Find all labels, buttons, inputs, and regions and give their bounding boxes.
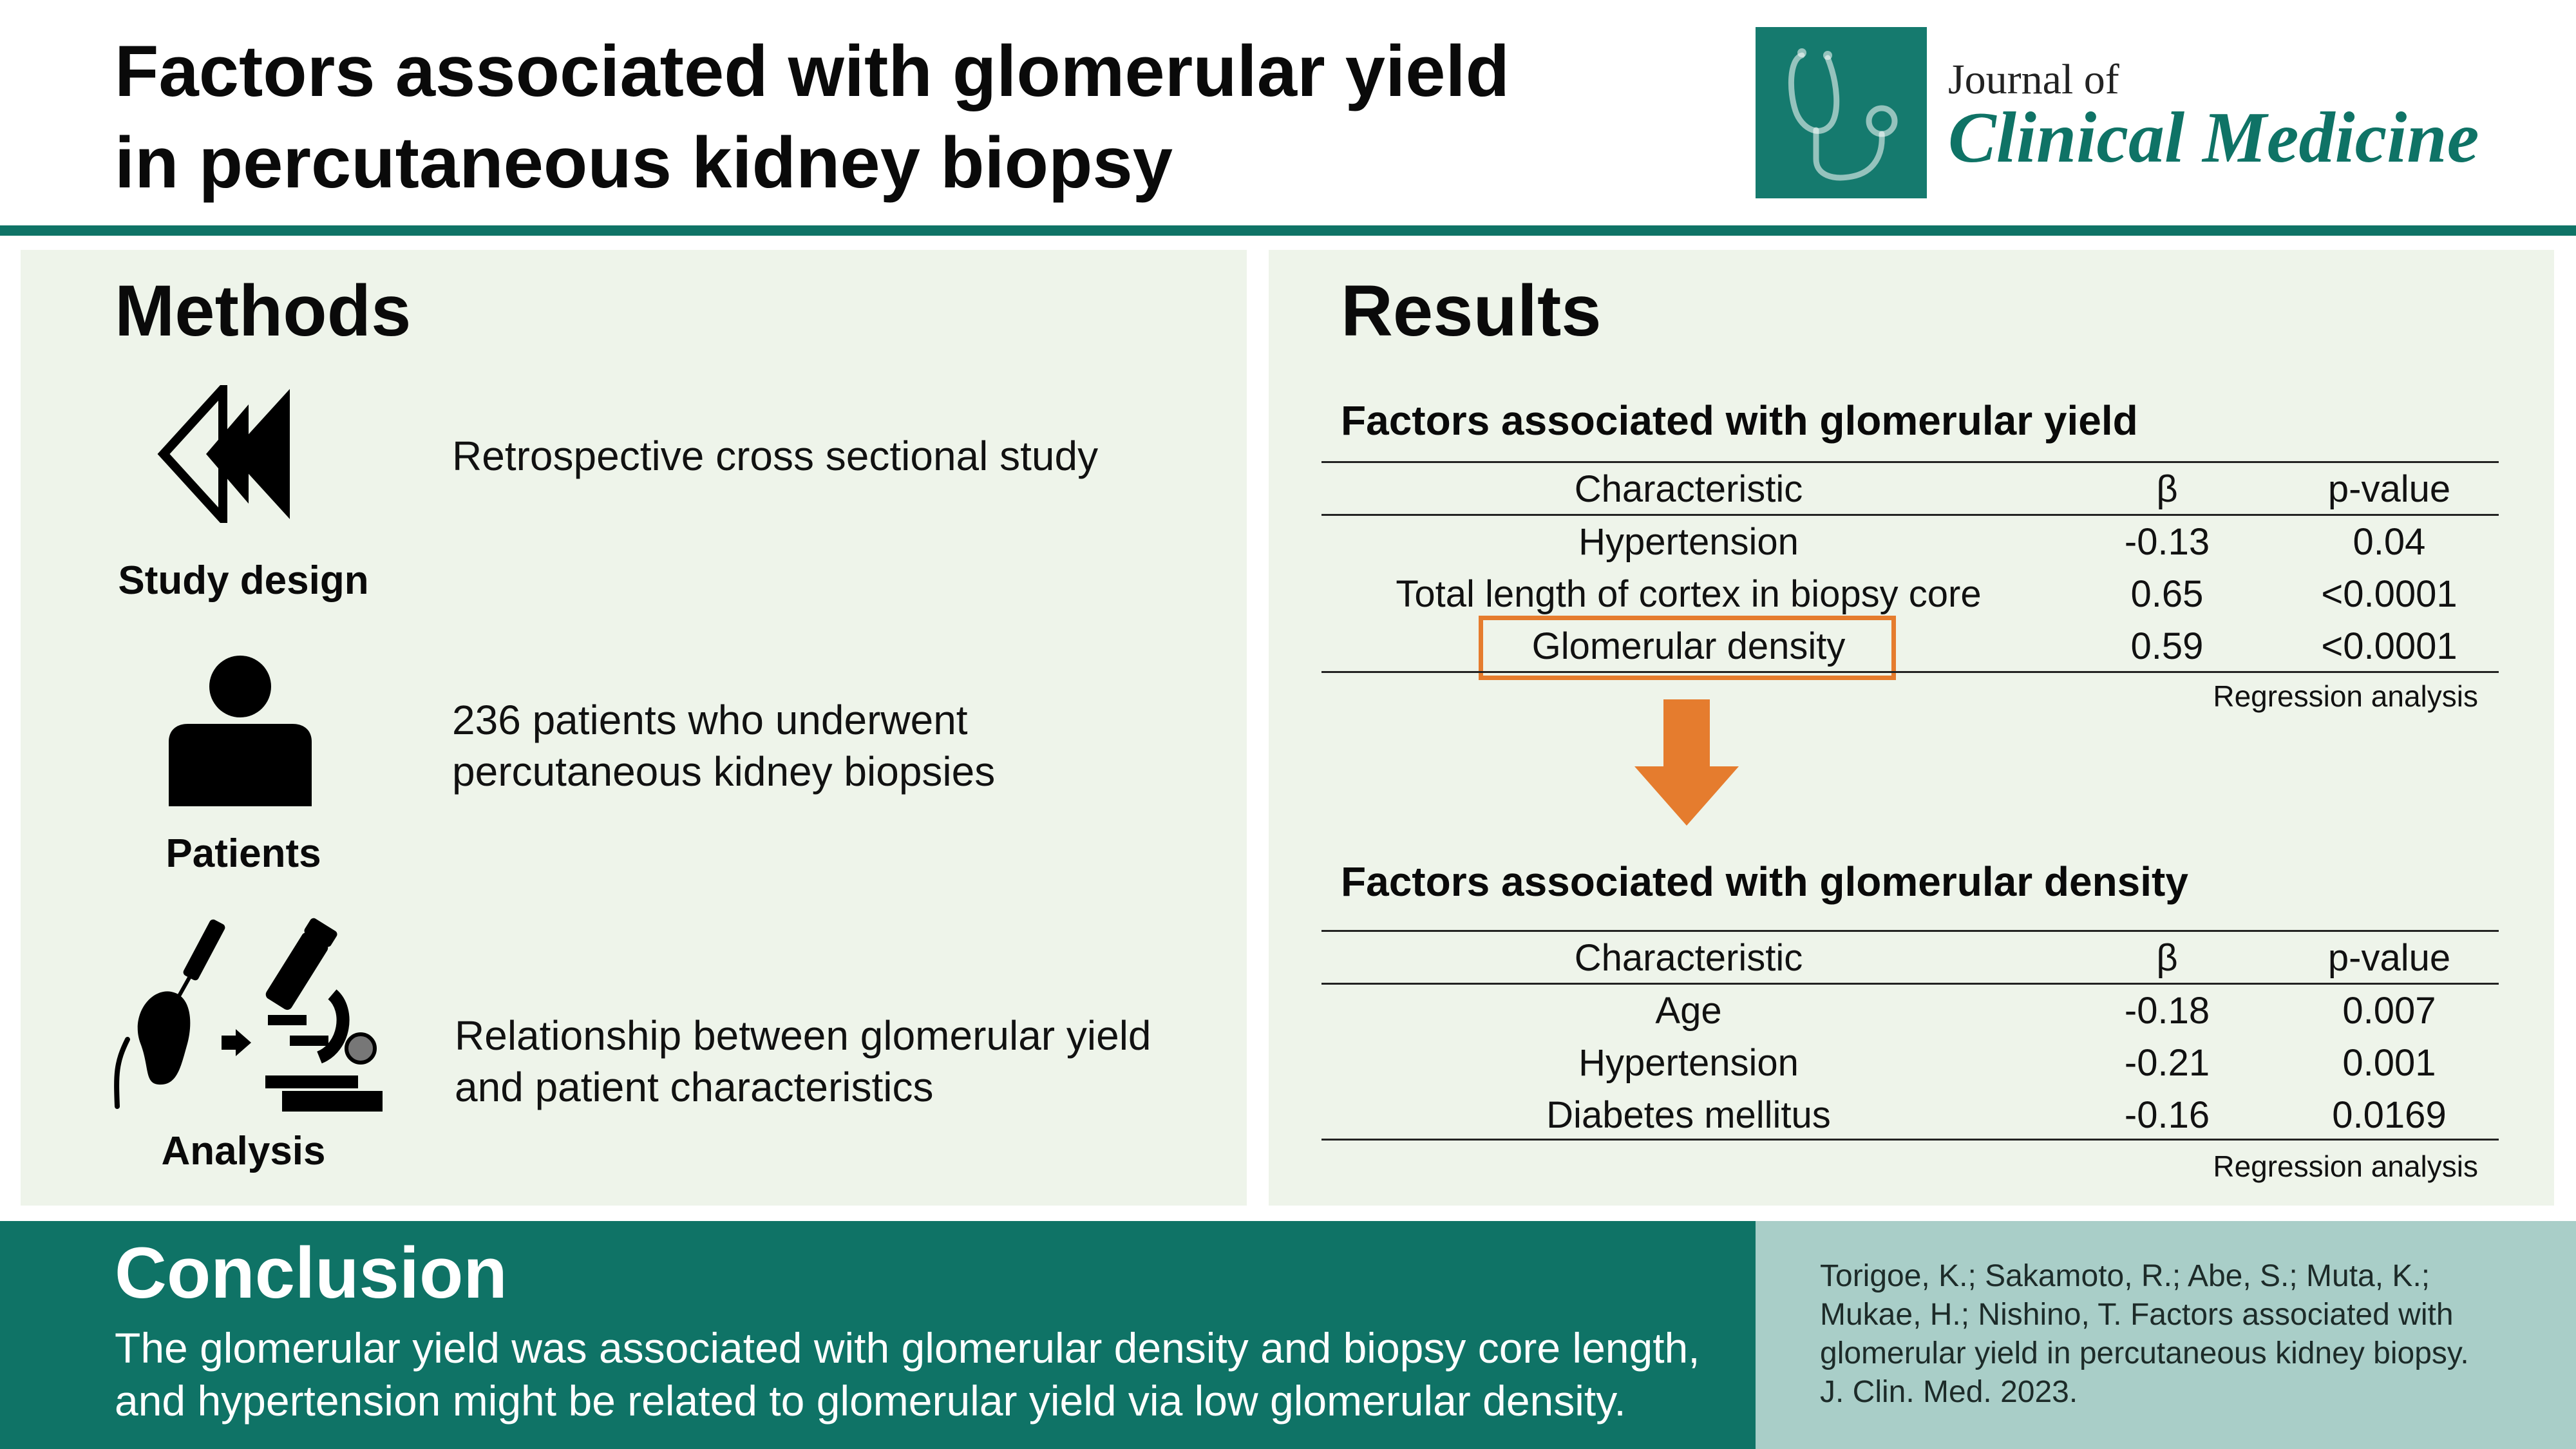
table-density-header-rule: [1321, 983, 2499, 985]
table-cell: -0.16: [2124, 1094, 2210, 1136]
analysis-text: Relationship between glomerular yield an…: [455, 1010, 1227, 1113]
results-panel: [1269, 250, 2554, 1206]
table-cell: Total length of cortex in biopsy core: [1396, 573, 1982, 615]
table-cell: 0.04: [2353, 521, 2426, 563]
table-cell: Hypertension: [1578, 521, 1799, 563]
table-yield-title: Factors associated with glomerular yield: [1341, 397, 2138, 444]
conclusion-line-1: The glomerular yield was associated with…: [115, 1324, 1700, 1372]
table-cell: 0.0169: [2332, 1094, 2447, 1136]
stethoscope-icon: [1788, 48, 1898, 181]
table-yield-bottom-rule: [1321, 671, 2499, 673]
study-design-label: Study design: [118, 558, 369, 603]
table-cell: -0.21: [2124, 1042, 2210, 1084]
biopsy-analysis-icon: [114, 918, 383, 1112]
patients-text-line-2: percutaneous kidney biopsies: [452, 748, 996, 795]
title-line-2: in percutaneous kidney biopsy: [115, 122, 1173, 203]
table-cell: Hypertension: [1578, 1042, 1799, 1084]
table-density-top-rule: [1321, 930, 2499, 932]
table-density-bottom-rule: [1321, 1139, 2499, 1141]
citation-line-4: J. Clin. Med. 2023.: [1820, 1375, 2078, 1409]
table-yield-header-pvalue: p-value: [2327, 468, 2451, 510]
table-cell: 0.007: [2342, 990, 2436, 1032]
conclusion-text: The glomerular yield was associated with…: [115, 1321, 1738, 1427]
table-yield-top-rule: [1321, 461, 2499, 463]
patients-text-line-1: 236 patients who underwent: [452, 697, 968, 743]
conclusion-band: [0, 1221, 1756, 1449]
table-cell: Diabetes mellitus: [1546, 1094, 1831, 1136]
table-cell: Glomerular density: [1531, 625, 1846, 667]
patients-label: Patients: [166, 831, 321, 876]
table-density-header-beta: β: [2156, 937, 2178, 979]
journal-logo: [1756, 27, 1927, 198]
table-density-header-characteristic: Characteristic: [1574, 937, 1803, 979]
patients-text: 236 patients who underwent percutaneous …: [452, 694, 1225, 797]
person-icon: [169, 656, 312, 806]
methods-heading: Methods: [115, 270, 412, 351]
conclusion-line-2: and hypertension might be related to glo…: [115, 1377, 1626, 1425]
table-cell: 0.65: [2130, 573, 2204, 615]
analysis-text-line-1: Relationship between glomerular yield: [455, 1012, 1151, 1059]
table-cell: Age: [1655, 990, 1722, 1032]
table-yield-note: Regression analysis: [2213, 679, 2478, 713]
microscope-icon: [265, 918, 383, 1112]
results-heading: Results: [1341, 270, 1602, 351]
table-yield-header-beta: β: [2156, 468, 2178, 510]
title-line-1: Factors associated with glomerular yield: [115, 31, 1510, 111]
arrow-right-icon: [222, 1029, 251, 1056]
study-design-text: Retrospective cross sectional study: [452, 433, 1099, 479]
analysis-text-line-2: and patient characteristics: [455, 1064, 934, 1110]
table-cell: -0.13: [2124, 521, 2210, 563]
table-cell: <0.0001: [2321, 625, 2458, 667]
table-yield-header-rule: [1321, 514, 2499, 516]
conclusion-heading: Conclusion: [115, 1233, 507, 1313]
kidney-needle-icon: [114, 919, 225, 1109]
citation-text: Torigoe, K.; Sakamoto, R.; Abe, S.; Muta…: [1820, 1257, 2541, 1412]
journal-name: Clinical Medicine: [1948, 98, 2479, 178]
journal-of-label: Journal of: [1948, 56, 2119, 103]
citation-line-3: glomerular yield in percutaneous kidney …: [1820, 1336, 2469, 1370]
table-cell: <0.0001: [2321, 573, 2458, 615]
glomerular-density-highlight: [1479, 616, 1896, 680]
citation-line-1: Torigoe, K.; Sakamoto, R.; Abe, S.; Muta…: [1820, 1259, 2430, 1293]
table-cell: 0.59: [2130, 625, 2204, 667]
citation-band: [1756, 1221, 2576, 1449]
table-yield-header-characteristic: Characteristic: [1574, 468, 1803, 510]
table-density-header-pvalue: p-value: [2327, 937, 2451, 979]
table-cell: -0.18: [2124, 990, 2210, 1032]
page-title: Factors associated with glomerular yield…: [115, 26, 1692, 209]
analysis-label: Analysis: [161, 1129, 326, 1173]
header-divider: [0, 225, 2576, 236]
citation-line-2: Mukae, H.; Nishino, T. Factors associate…: [1820, 1298, 2454, 1332]
table-cell: 0.001: [2342, 1042, 2436, 1084]
arrow-down-icon: [1634, 699, 1739, 826]
table-density-title: Factors associated with glomerular densi…: [1341, 858, 2188, 905]
rewind-icon: [157, 385, 290, 523]
table-density-note: Regression analysis: [2213, 1150, 2478, 1183]
